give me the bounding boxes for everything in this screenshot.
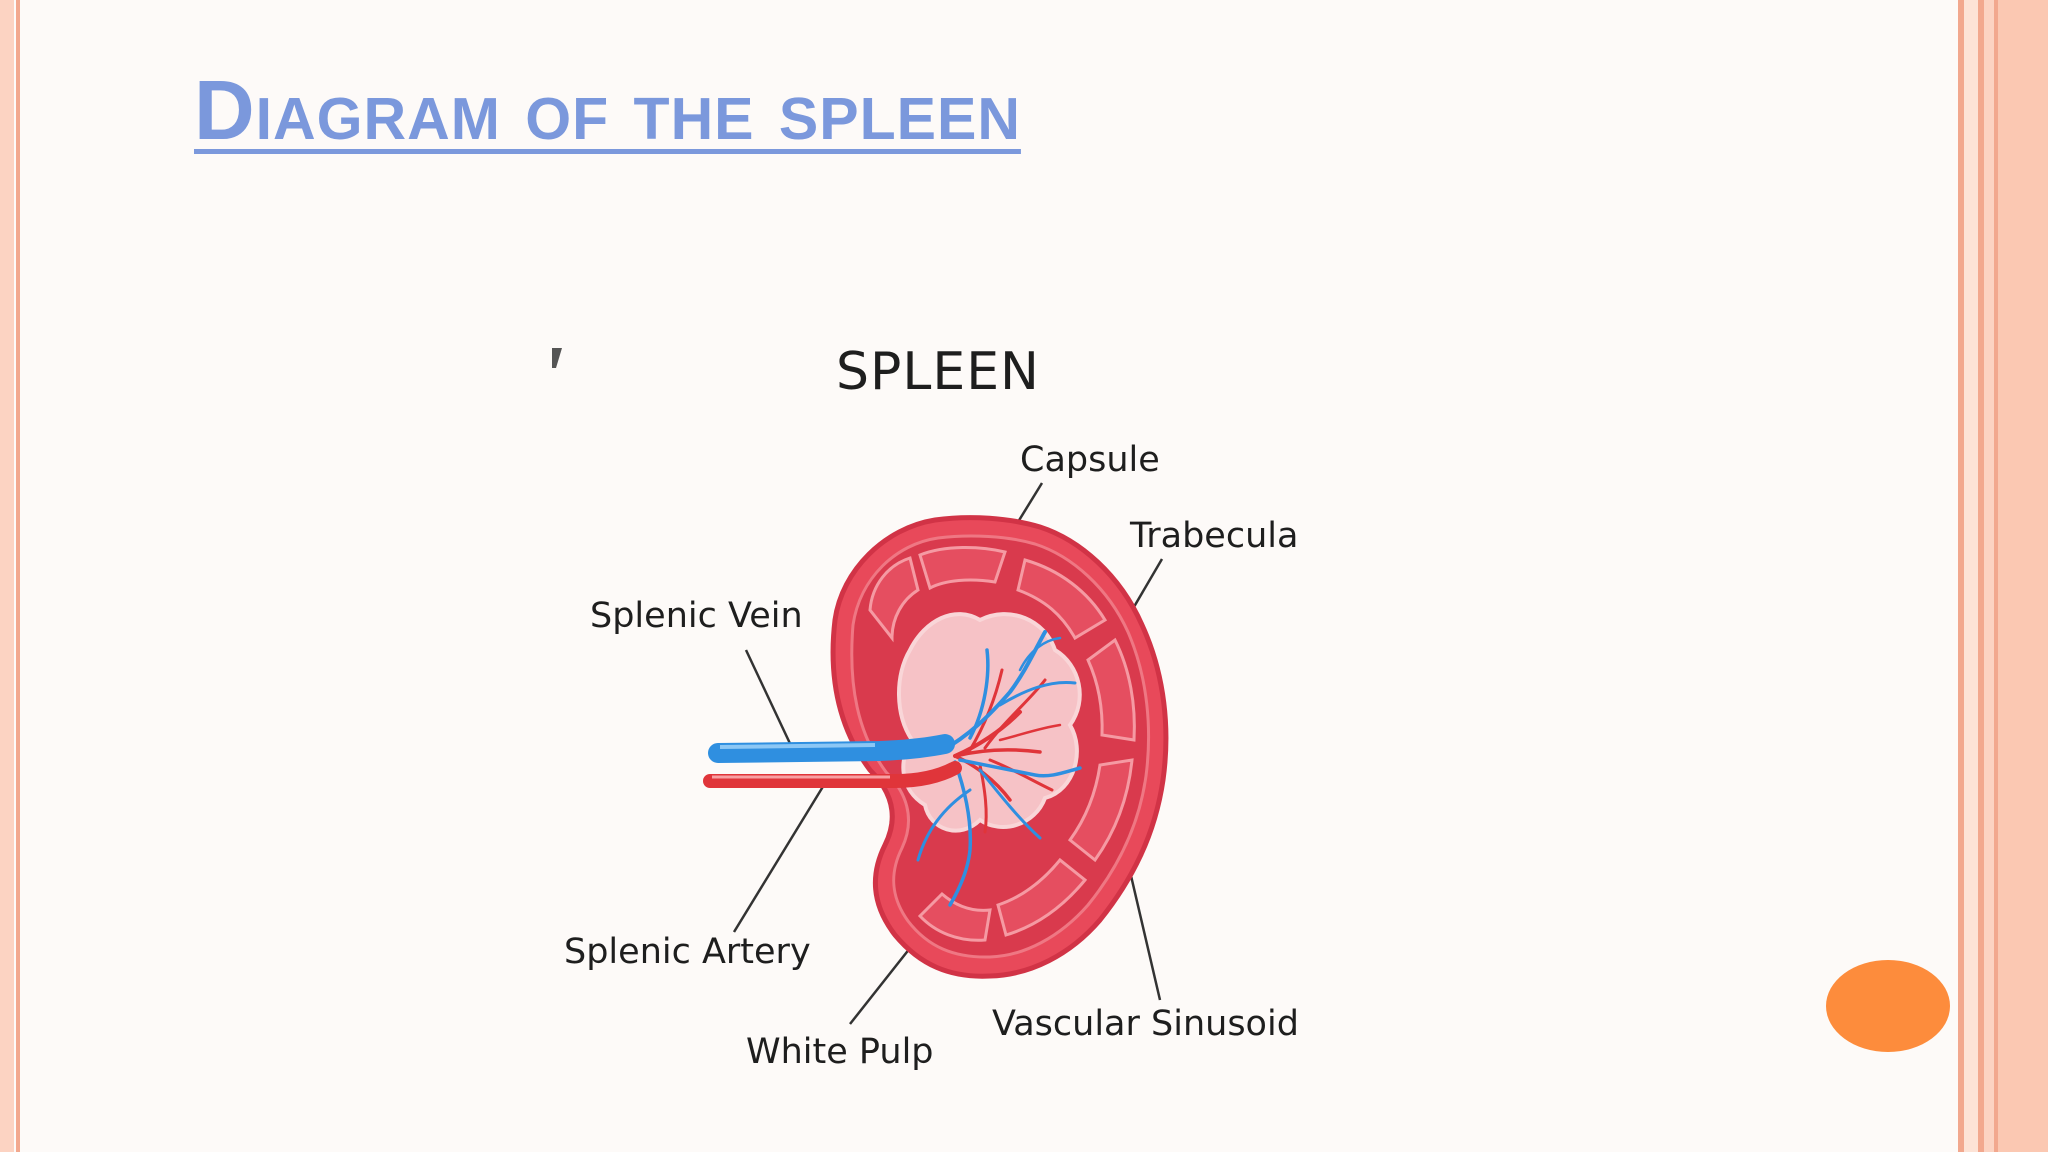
label-splenic-vein: Splenic Vein	[590, 596, 803, 636]
vein-branches	[916, 630, 1082, 907]
splenic-artery-leader	[732, 779, 829, 933]
label-white-pulp: White Pulp	[746, 1032, 934, 1072]
label-capsule: Capsule	[1020, 440, 1160, 480]
slide-title: Diagram of the spleen	[194, 63, 1021, 157]
next-slide-button[interactable]	[1826, 960, 1950, 1052]
spleen-illustration	[552, 348, 1169, 1025]
splenic-vein-vessel	[708, 734, 955, 763]
diagram-title: SPLEEN	[836, 342, 1040, 402]
red-pulp-compartments	[868, 546, 1136, 942]
spleen-diagram: SPLEEN Capsule Trabecula Splenic Vein Sp…	[540, 320, 1360, 1100]
splenic-vein-leader	[744, 649, 796, 753]
right-border-decoration	[1958, 0, 2048, 1152]
label-trabecula: Trabecula	[1130, 516, 1299, 556]
left-border-decoration	[0, 0, 26, 1152]
label-vascular-sinusoid: Vascular Sinusoid	[992, 1004, 1299, 1044]
stray-mark	[552, 348, 562, 368]
splenic-artery-vessel	[703, 761, 962, 788]
label-splenic-artery: Splenic Artery	[564, 932, 811, 972]
